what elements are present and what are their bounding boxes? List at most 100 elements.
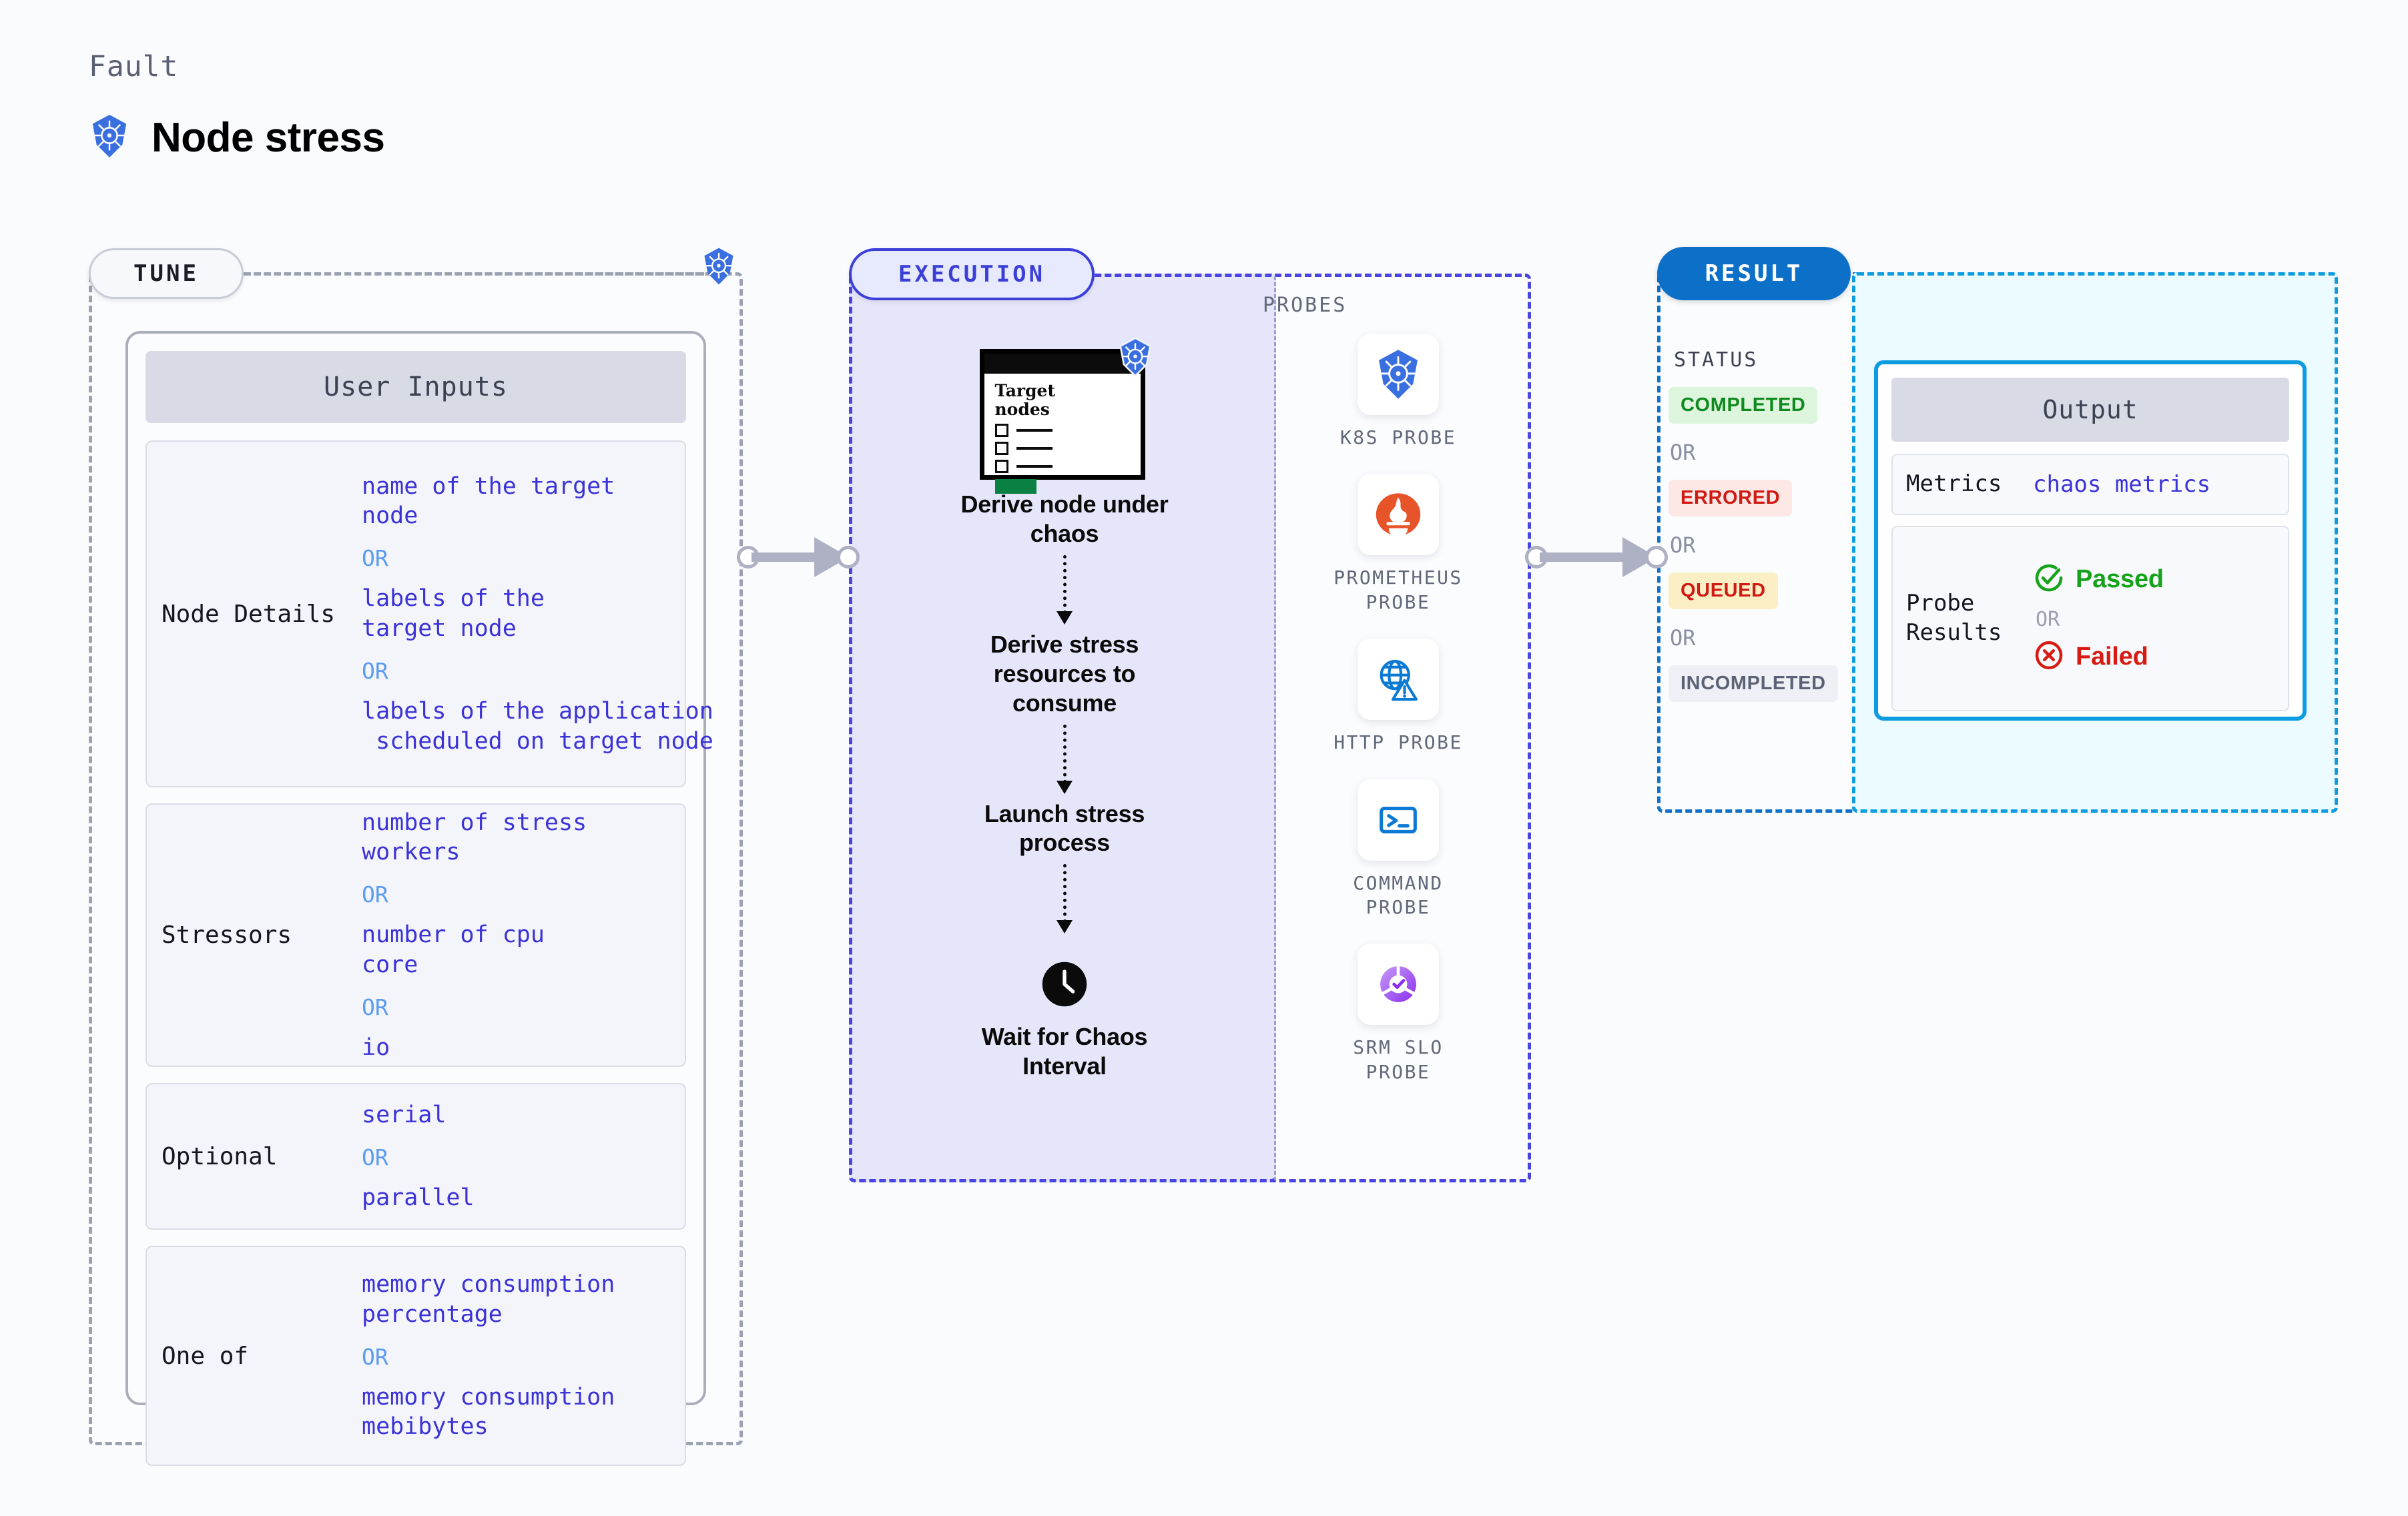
value-text: parallel bbox=[362, 1184, 475, 1211]
or-label: OR bbox=[362, 1144, 388, 1170]
prometheus-icon bbox=[1357, 474, 1439, 556]
list-line bbox=[1016, 429, 1052, 432]
kubernetes-icon bbox=[701, 247, 737, 289]
passed-label: Passed bbox=[2076, 565, 2164, 594]
list-line bbox=[1016, 447, 1052, 450]
checkbox-icon bbox=[994, 424, 1008, 437]
value-text: io bbox=[362, 1034, 390, 1061]
or-label: OR bbox=[2036, 608, 2060, 632]
list-line bbox=[1016, 465, 1052, 468]
flow-arrow-icon bbox=[1057, 554, 1073, 627]
flow-arrow-icon bbox=[1057, 864, 1073, 936]
value-text: labels of the application scheduled on t… bbox=[362, 697, 713, 755]
table-row: Optional serial OR parallel bbox=[145, 1083, 686, 1230]
output-title: Output bbox=[1891, 378, 2289, 442]
kubernetes-icon bbox=[1358, 334, 1439, 415]
fault-title-row: Node stress bbox=[89, 113, 385, 162]
check-circle-icon bbox=[2033, 562, 2065, 597]
or-label: OR bbox=[1670, 532, 1696, 558]
result-section-pill[interactable]: RESULT bbox=[1657, 247, 1851, 300]
probe-failed: Failed bbox=[2033, 639, 2164, 675]
execution-to-result-arrow bbox=[1525, 537, 1675, 577]
list-item[interactable]: K8S PROBE bbox=[1340, 334, 1456, 450]
probes-section-label: PROBES bbox=[1263, 294, 1347, 317]
terminal-icon bbox=[1357, 779, 1439, 861]
list-item bbox=[994, 460, 1141, 473]
list-item[interactable]: HTTP PROBE bbox=[1333, 639, 1463, 755]
list-item bbox=[994, 424, 1141, 437]
x-circle-icon bbox=[2033, 639, 2065, 675]
status-badge: COMPLETED bbox=[1669, 387, 1818, 424]
metrics-row: Metrics chaos metrics bbox=[1891, 454, 2289, 515]
tune-section-pill[interactable]: TUNE bbox=[89, 248, 244, 299]
status-list: COMPLETED OR ERRORED OR QUEUED OR INCOMP… bbox=[1669, 387, 1842, 702]
probe-label: HTTP PROBE bbox=[1333, 731, 1463, 754]
checkbox-icon bbox=[994, 442, 1008, 455]
or-label: OR bbox=[362, 657, 388, 684]
row-value: chaos metrics bbox=[2033, 470, 2211, 498]
status-section-label: STATUS bbox=[1674, 348, 1759, 372]
window-titlebar bbox=[984, 354, 1141, 374]
or-label: OR bbox=[1670, 625, 1696, 651]
kubernetes-icon bbox=[1117, 337, 1154, 380]
row-key: Node Details bbox=[162, 600, 336, 628]
probe-result-values: Passed OR Failed bbox=[2033, 562, 2164, 675]
row-key: Optional bbox=[162, 1142, 278, 1170]
tune-to-execution-arrow bbox=[737, 537, 864, 577]
submit-bar bbox=[994, 479, 1036, 494]
page-title: Node stress bbox=[152, 115, 385, 161]
flow-arrow-icon bbox=[1057, 724, 1073, 797]
status-badge: ERRORED bbox=[1669, 480, 1793, 516]
or-label: OR bbox=[362, 881, 388, 908]
globe-warning-icon bbox=[1357, 639, 1439, 721]
user-inputs-card: User Inputs Node Details name of the tar… bbox=[125, 331, 713, 1466]
fault-eyebrow-label: Fault bbox=[89, 50, 179, 83]
row-key: Stressors bbox=[162, 921, 292, 949]
or-label: OR bbox=[1670, 440, 1696, 465]
status-badge: INCOMPLETED bbox=[1669, 665, 1838, 702]
row-values: serial OR parallel bbox=[362, 1097, 685, 1216]
or-label: OR bbox=[362, 545, 388, 572]
status-badge: QUEUED bbox=[1669, 573, 1778, 609]
probe-passed: Passed bbox=[2033, 562, 2164, 597]
user-inputs-title: User Inputs bbox=[145, 351, 686, 423]
checkbox-icon bbox=[994, 460, 1008, 473]
row-key: Metrics bbox=[1906, 470, 2002, 497]
value-text: serial bbox=[362, 1101, 446, 1128]
row-key: One of bbox=[162, 1342, 249, 1370]
execution-section-pill[interactable]: EXECUTION bbox=[849, 248, 1095, 300]
tune-pill-connector bbox=[244, 272, 704, 276]
or-label: OR bbox=[362, 1343, 388, 1370]
clock-icon bbox=[1039, 959, 1090, 1013]
